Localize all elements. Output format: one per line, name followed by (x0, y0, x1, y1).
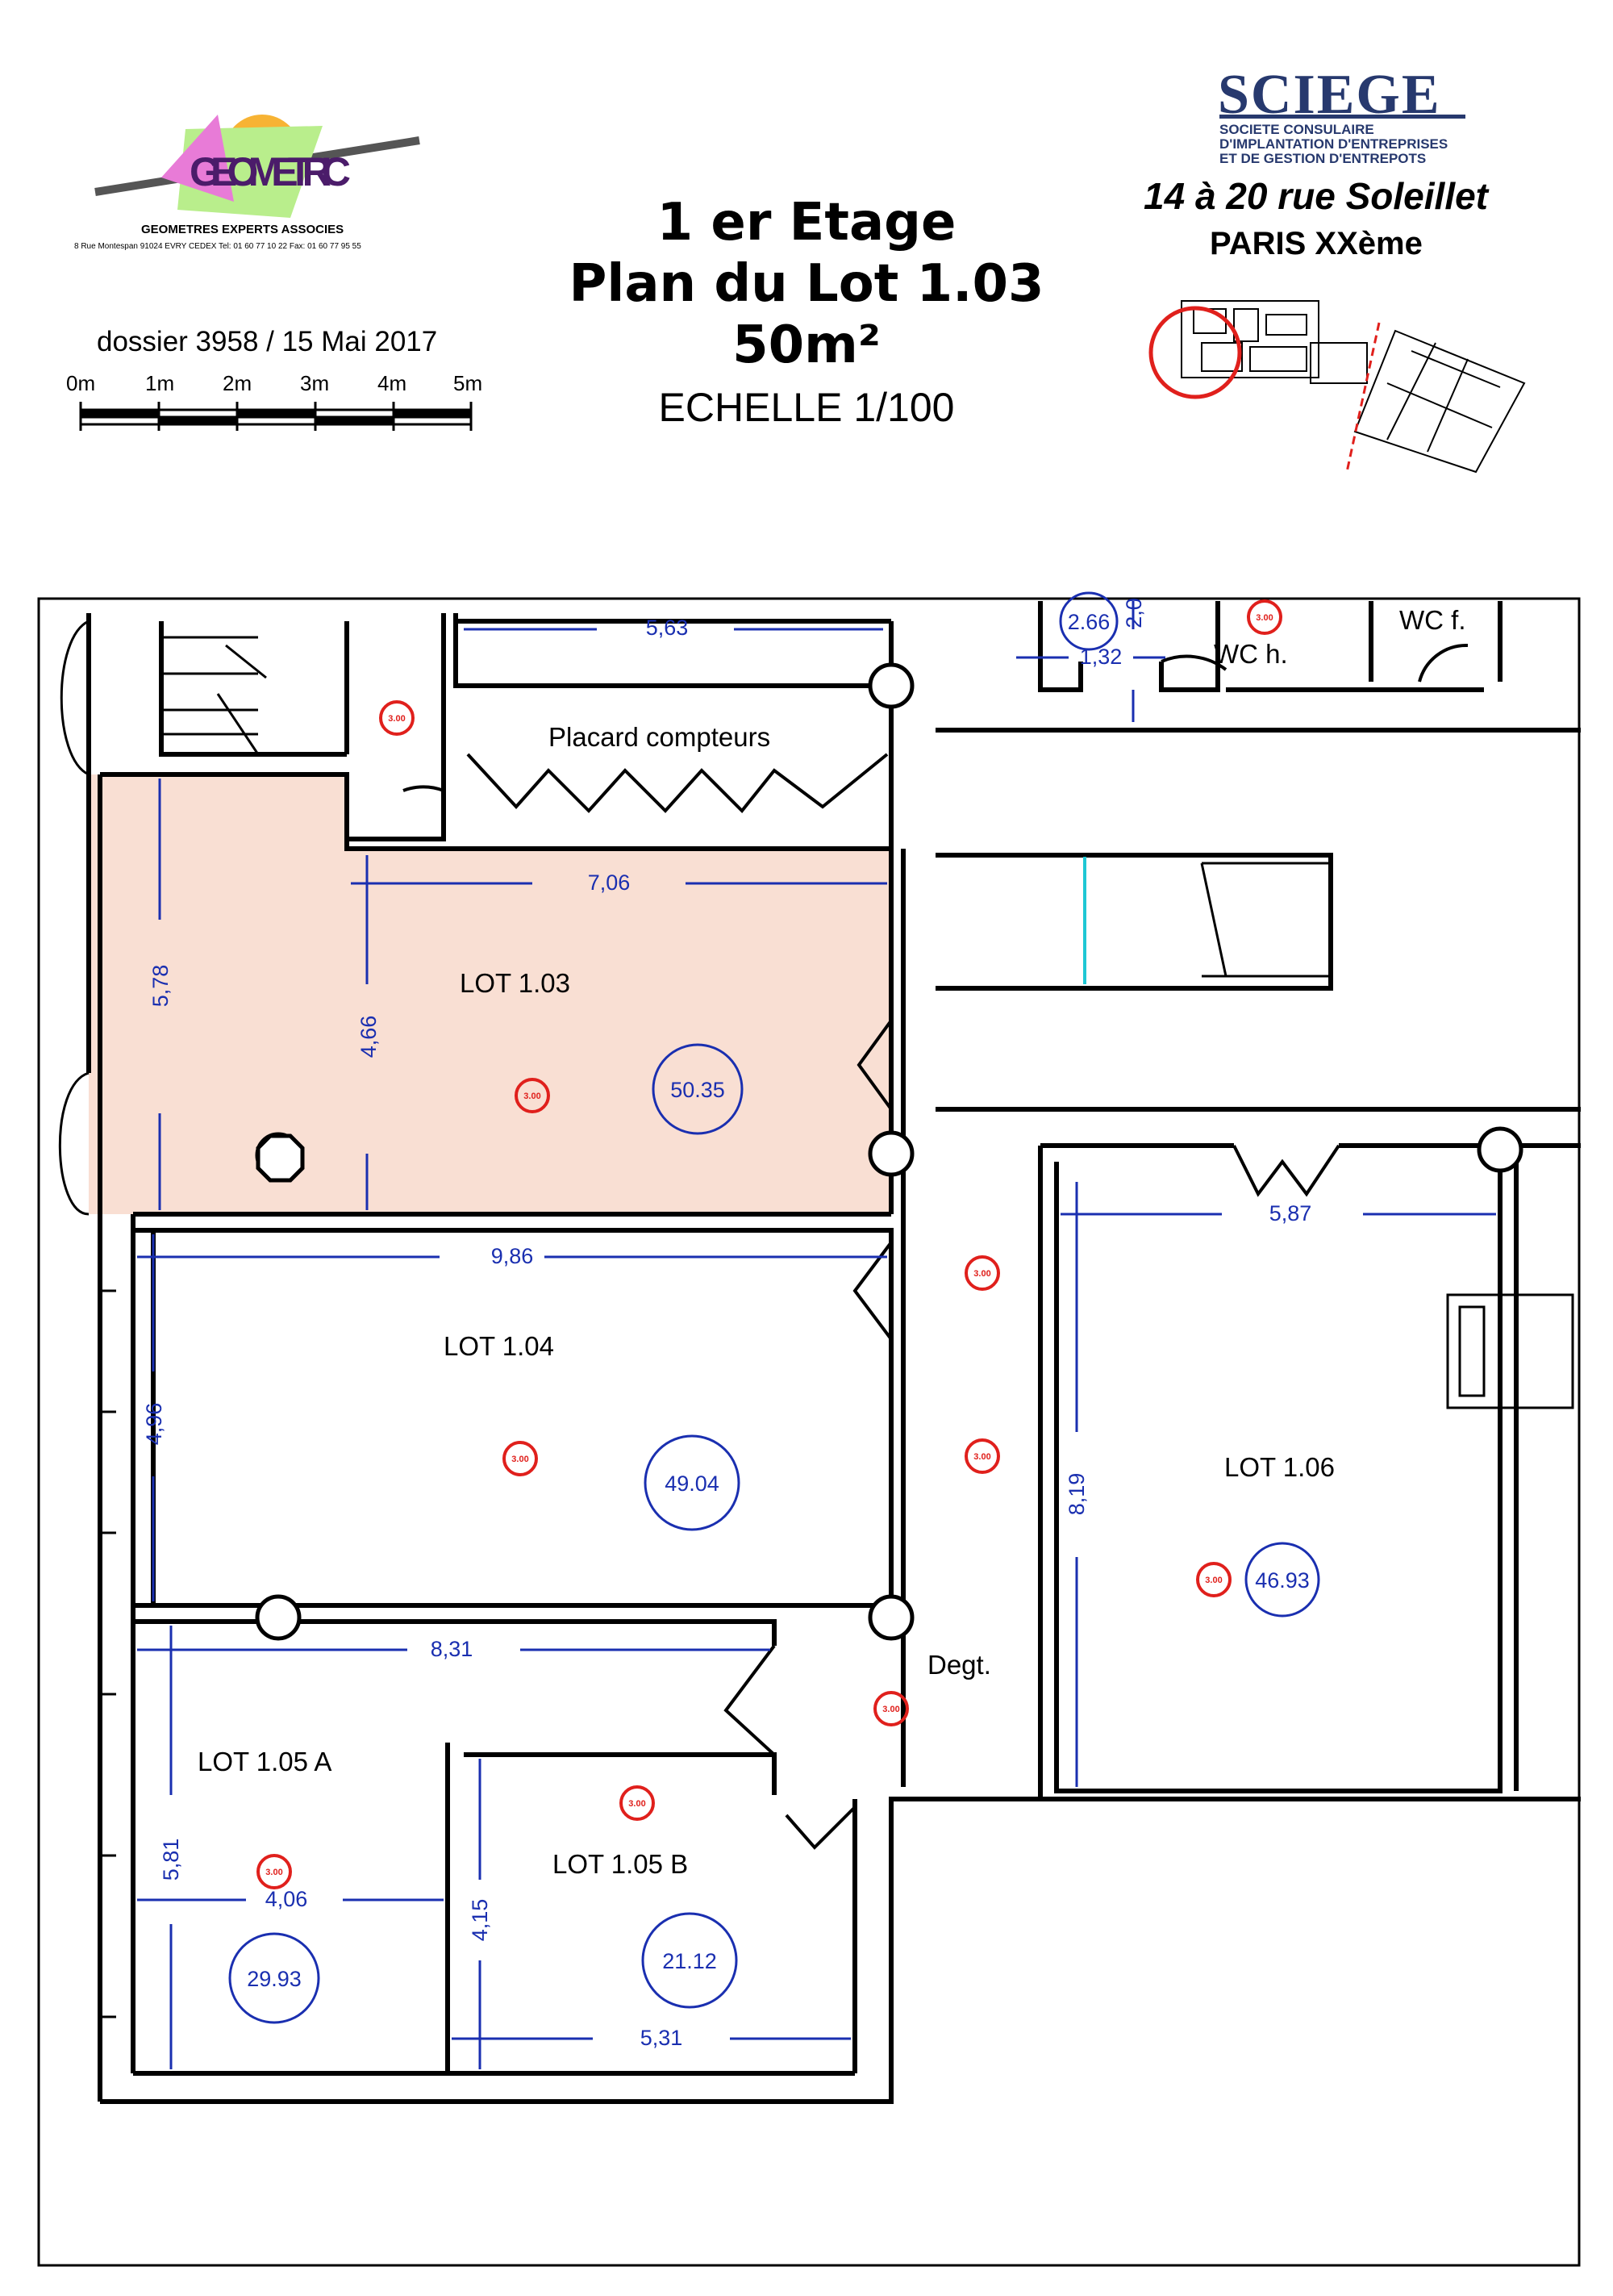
lot-1-04-label: LOT 1.04 (444, 1331, 554, 1361)
dim-9-86: 9,86 (491, 1244, 534, 1268)
walls (86, 601, 1581, 2104)
plan-title: Plan du Lot 1.03 (569, 254, 1044, 314)
dim-8-19: 8,19 (1065, 1473, 1089, 1516)
geometric-subtitle: GEOMETRES EXPERTS ASSOCIES (141, 223, 344, 236)
dim-5-63: 5,63 (646, 616, 689, 640)
scale-title: ECHELLE 1/100 (658, 385, 955, 430)
scale-tick-4: 4m (377, 371, 407, 395)
svg-text:3.00: 3.00 (973, 1452, 990, 1462)
area-circle-lot-1-04 (644, 1434, 740, 1531)
dim-4-15: 4,15 (468, 1899, 492, 1942)
svg-text:3.00: 3.00 (628, 1799, 645, 1809)
plan-frame (37, 597, 1581, 2267)
scale-tick-2: 2m (223, 371, 252, 395)
lot-1-05b-area: 21.12 (662, 1949, 717, 1973)
title-block: 1 er Etage Plan du Lot 1.03 50m² ECHELLE… (500, 192, 1113, 431)
key-plan-highlight-circle (1148, 306, 1242, 399)
wc-area: 2.66 (1068, 610, 1111, 634)
area-circle-wc (1059, 591, 1119, 651)
dim-5-78: 5,78 (148, 965, 173, 1008)
svg-text:3.00: 3.00 (388, 714, 405, 724)
sciege-subtitle: SOCIETE CONSULAIRE D'IMPLANTATION D'ENTR… (1219, 123, 1448, 166)
geometric-name: GEOMETRIC (190, 149, 351, 194)
dim-1-32: 1,32 (1080, 645, 1123, 669)
height-marker-texts: 3.00 3.00 3.00 3.00 3.00 3.00 3.00 3.00 … (265, 613, 1273, 1877)
lot-1-06-area: 46.93 (1255, 1568, 1310, 1593)
lot-1-03-label: LOT 1.03 (460, 968, 570, 998)
area-circle-lot-1-03 (652, 1043, 744, 1135)
dimension-lines (137, 601, 1496, 2069)
area-circle-lot-1-05b (641, 1912, 738, 2009)
dim-2-0: 2,0 (1122, 598, 1146, 628)
dim-7-06: 7,06 (588, 870, 631, 895)
geometric-logo: GEOMETRIC (94, 115, 420, 218)
area-circles (228, 591, 1320, 2024)
area-circle-lot-1-06 (1244, 1542, 1320, 1618)
scale-tick-5: 5m (453, 371, 483, 395)
address-street: 14 à 20 rue Soleillet (1144, 175, 1489, 217)
area-circle-lot-1-05a (228, 1932, 320, 2024)
floor-title: 1 er Etage (656, 193, 957, 253)
lot-1-05a-area: 29.93 (247, 1967, 302, 1991)
wcf-label: WC f. (1399, 605, 1465, 635)
key-plan (1148, 300, 1526, 474)
dim-4-06: 4,06 (265, 1887, 308, 1911)
scale-tick-1: 1m (145, 371, 175, 395)
lot-1-06-label: LOT 1.06 (1224, 1452, 1335, 1482)
geometric-address: 8 Rue Montespan 91024 EVRY CEDEX Tel: 01… (74, 242, 361, 251)
svg-text:3.00: 3.00 (1256, 613, 1273, 623)
address-city: PARIS XXème (1210, 226, 1423, 261)
dim-4-66: 4,66 (356, 1016, 381, 1058)
dossier-label: dossier 3958 / 15 Mai 2017 (97, 326, 438, 357)
sciege-sub-line-3: ET DE GESTION D'ENTREPOTS (1219, 151, 1427, 166)
lot-1-04-area: 49.04 (665, 1472, 719, 1496)
sciege-underline (1219, 115, 1465, 119)
area-title: 50m² (732, 315, 881, 375)
dim-5-81: 5,81 (159, 1839, 183, 1881)
dim-4-96: 4,96 (142, 1403, 166, 1446)
placard-label: Placard compteurs (548, 722, 770, 752)
scale-bar (79, 402, 473, 431)
stair-lines (161, 636, 1331, 978)
column-octagon (256, 1133, 305, 1183)
sciege-sub-line-1: SOCIETE CONSULAIRE (1219, 122, 1374, 137)
sciege-sub-line-2: D'IMPLANTATION D'ENTREPRISES (1219, 136, 1448, 152)
scale-tick-0: 0m (66, 371, 96, 395)
lot-1-05b-label: LOT 1.05 B (552, 1849, 688, 1879)
lot-1-05a-label: LOT 1.05 A (198, 1747, 331, 1776)
svg-text:3.00: 3.00 (973, 1269, 990, 1279)
degt-label: Degt. (927, 1650, 991, 1680)
svg-text:3.00: 3.00 (511, 1455, 528, 1464)
dim-5-31: 5,31 (640, 2026, 683, 2050)
svg-text:3.00: 3.00 (265, 1868, 282, 1877)
lot-1-03-area: 50.35 (670, 1078, 725, 1102)
svg-text:3.00: 3.00 (1205, 1576, 1222, 1585)
door-swings (402, 643, 1469, 1850)
scale-tick-3: 3m (300, 371, 330, 395)
svg-text:3.00: 3.00 (882, 1705, 899, 1714)
wch-label: WC h. (1214, 639, 1288, 669)
placard-doors (466, 753, 889, 813)
dim-5-87: 5,87 (1269, 1201, 1312, 1225)
dim-8-31: 8,31 (431, 1637, 473, 1661)
height-marker-circles (256, 599, 1282, 1889)
svg-text:3.00: 3.00 (523, 1092, 540, 1101)
